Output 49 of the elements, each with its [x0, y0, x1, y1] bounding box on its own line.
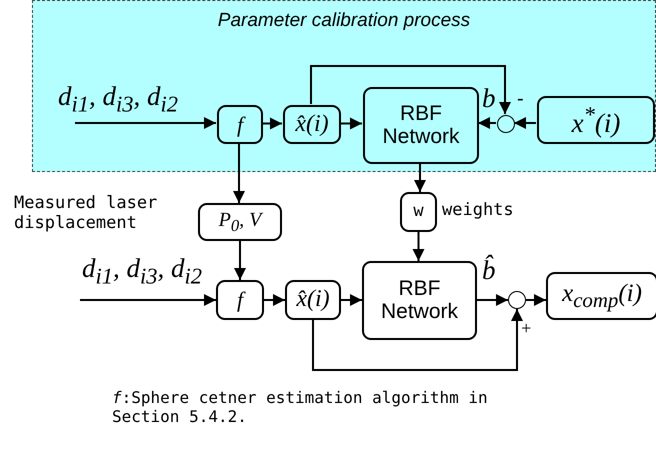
- arrow: [514, 117, 536, 129]
- summing-junction: [508, 291, 526, 309]
- block-label: x$_{comp}$(i): [562, 280, 642, 312]
- edge-label: b: [482, 84, 496, 114]
- arrow: [234, 241, 246, 280]
- block-label: RBF Network: [381, 103, 461, 148]
- edge-label: d$_{i1}$, d$_{i3}$, d$_{i2}$: [82, 254, 202, 290]
- arrow: [340, 118, 362, 130]
- arrow: [75, 117, 216, 129]
- arrow: [312, 309, 523, 371]
- region-title: Parameter calibration process: [218, 11, 470, 31]
- block-label: RBF Network: [380, 278, 460, 323]
- plus-sign: +: [520, 318, 532, 339]
- minus-sign: -: [517, 88, 524, 111]
- arrow: [233, 143, 245, 203]
- arrow: [414, 163, 426, 192]
- block: [363, 87, 479, 164]
- block-label: f: [236, 288, 244, 312]
- side-note: weights: [442, 200, 514, 220]
- block-label: x̂(i): [295, 112, 329, 138]
- arrow: [412, 232, 424, 261]
- edge-label: b̂: [482, 256, 496, 286]
- block: [362, 261, 477, 340]
- arrow: [310, 65, 511, 114]
- caption: f:Sphere cetner estimation algorithm in Section 5.4.2.: [112, 388, 489, 426]
- summing-junction: [497, 115, 515, 133]
- arrow: [477, 294, 508, 306]
- arrow: [262, 118, 282, 130]
- block: [198, 203, 282, 241]
- block-label: x$^{*}$(i): [572, 102, 620, 138]
- arrow: [478, 117, 496, 129]
- arrow: [80, 294, 216, 306]
- block-label: w: [413, 203, 424, 221]
- edge-label: d$_{i1}$, d$_{i3}$, d$_{i2}$: [58, 82, 178, 118]
- block-label: f: [236, 112, 244, 136]
- calibration-region: [32, 0, 656, 172]
- block: [285, 280, 341, 320]
- block: [400, 192, 437, 232]
- block-label: x̂(i): [296, 287, 330, 313]
- block: [537, 96, 655, 144]
- block: [283, 105, 341, 144]
- block: [216, 280, 264, 320]
- input-note: Measured laser displacement: [14, 194, 158, 234]
- arrow: [264, 294, 285, 306]
- arrow: [526, 294, 546, 306]
- arrow: [341, 294, 362, 306]
- block: [546, 272, 656, 320]
- block-label: P$_{0}$, V: [218, 210, 262, 234]
- block: [217, 105, 263, 144]
